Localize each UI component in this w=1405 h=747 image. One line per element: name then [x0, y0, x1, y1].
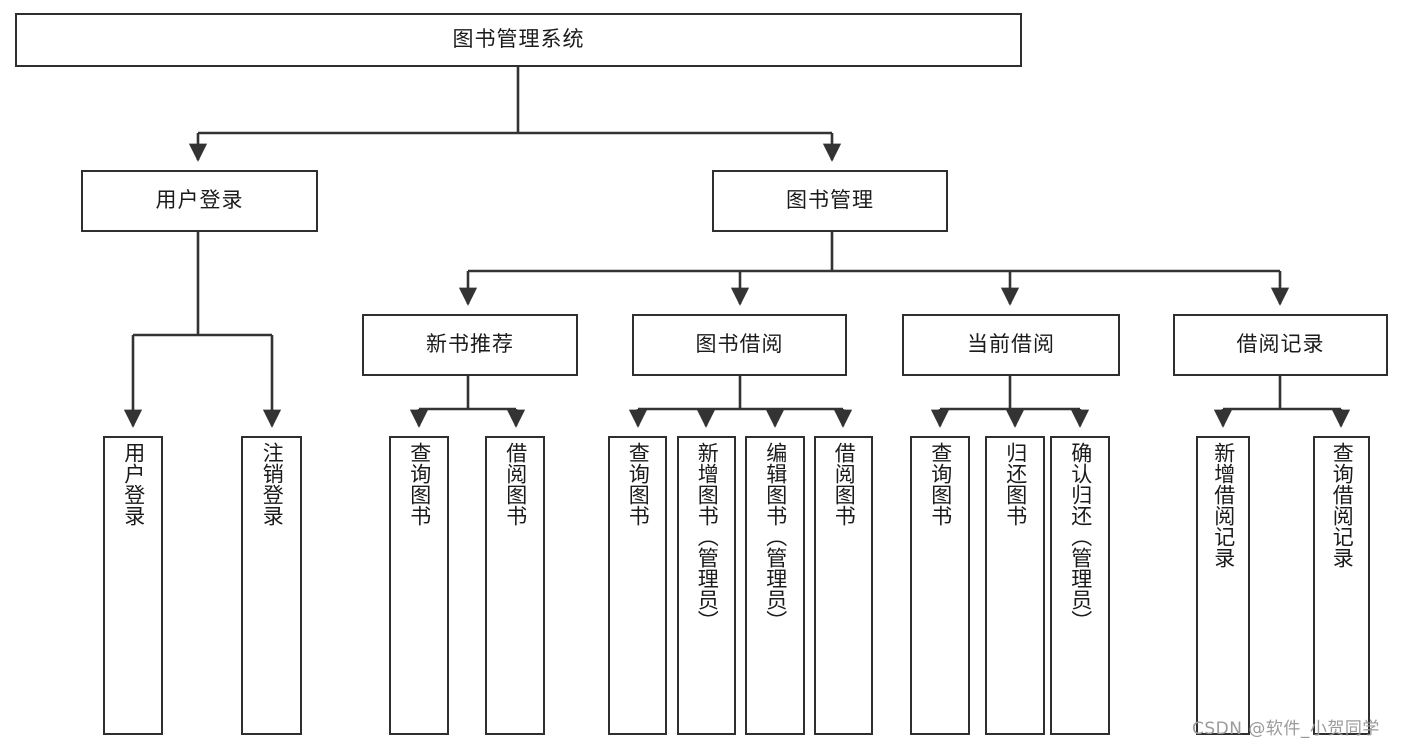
leaf-query-borrow-record[interactable]: 查询借阅记录 — [1313, 436, 1370, 735]
node-label: 借阅记录 — [1236, 332, 1325, 357]
node-label: 图书管理 — [786, 188, 874, 213]
node-label: 用户登录 — [121, 442, 146, 526]
node-label: 查询图书 — [626, 442, 651, 526]
node-label: 当前借阅 — [967, 332, 1055, 357]
node-label: 用户登录 — [155, 188, 244, 213]
node-new-book-recommend[interactable]: 新书推荐 — [362, 314, 578, 376]
node-user-login[interactable]: 用户登录 — [81, 170, 318, 232]
node-label: 查询借阅记录 — [1330, 442, 1355, 568]
node-borrow-record[interactable]: 借阅记录 — [1173, 314, 1388, 376]
leaf-query-book-borrow[interactable]: 查询图书 — [608, 436, 667, 735]
leaf-logout-login[interactable]: 注销登录 — [241, 436, 302, 735]
node-label: 图书管理系统 — [452, 27, 585, 52]
leaf-borrow-book-recommend[interactable]: 借阅图书 — [485, 436, 545, 735]
node-book-borrow[interactable]: 图书借阅 — [632, 314, 847, 376]
node-label: 新增借阅记录 — [1211, 442, 1236, 568]
node-book-management[interactable]: 图书管理 — [712, 170, 948, 232]
leaf-add-book-admin[interactable]: 新增图书（管理员） — [677, 436, 736, 735]
node-current-borrow[interactable]: 当前借阅 — [902, 314, 1120, 376]
leaf-borrow-book-borrow[interactable]: 借阅图书 — [814, 436, 873, 735]
leaf-return-book[interactable]: 归还图书 — [985, 436, 1045, 735]
node-label: 编辑图书（管理员） — [763, 442, 788, 631]
node-label: 归还图书 — [1003, 442, 1028, 526]
node-label: 借阅图书 — [832, 442, 857, 526]
leaf-add-borrow-record[interactable]: 新增借阅记录 — [1196, 436, 1250, 735]
leaf-query-book-current[interactable]: 查询图书 — [910, 436, 970, 735]
leaf-query-book-recommend[interactable]: 查询图书 — [389, 436, 449, 735]
node-root-system[interactable]: 图书管理系统 — [15, 13, 1022, 67]
node-label: 借阅图书 — [503, 442, 528, 526]
node-label: 查询图书 — [928, 442, 953, 526]
node-label: 注销登录 — [260, 442, 285, 526]
leaf-user-login[interactable]: 用户登录 — [103, 436, 163, 735]
node-label: 新增图书（管理员） — [695, 442, 720, 631]
node-label: 图书借阅 — [695, 332, 784, 357]
node-label: 确认归还（管理员） — [1068, 442, 1093, 631]
csdn-watermark: CSDN @软件_小贺同学 — [1192, 719, 1380, 739]
leaf-edit-book-admin[interactable]: 编辑图书（管理员） — [745, 436, 805, 735]
leaf-confirm-return-admin[interactable]: 确认归还（管理员） — [1050, 436, 1110, 735]
node-label: 新书推荐 — [426, 332, 514, 357]
node-label: 查询图书 — [407, 442, 432, 526]
